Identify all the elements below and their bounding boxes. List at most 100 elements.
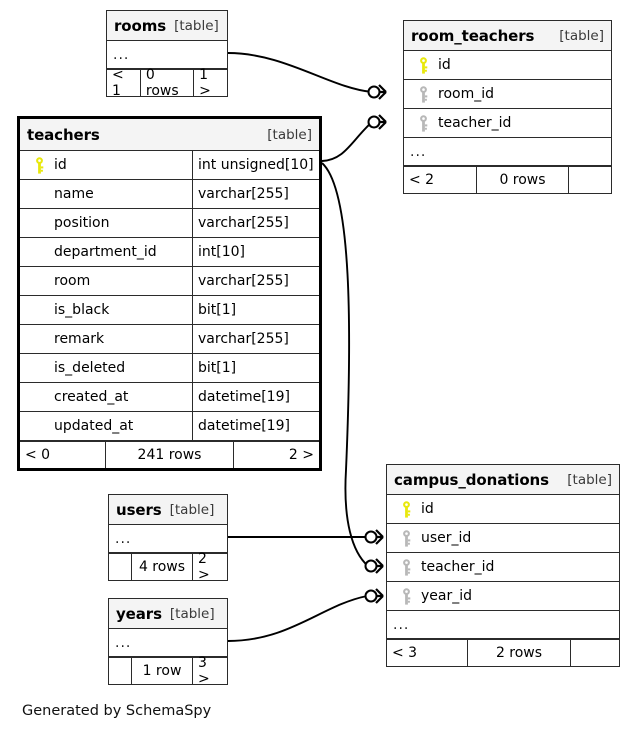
table-row: teacher_id: [387, 553, 619, 582]
table-rooms-footer: < 1 0 rows 1 >: [107, 67, 227, 99]
column-name: created_at: [54, 389, 129, 405]
table-row: position varchar[255]: [20, 209, 319, 238]
users-footer-left[interactable]: [109, 554, 131, 580]
column-name: id: [421, 501, 434, 517]
rooms-footer-left[interactable]: < 1: [112, 67, 124, 99]
column-type: varchar[255]: [192, 209, 319, 237]
column-type: int[10]: [192, 238, 319, 266]
foreign-key-icon: [393, 529, 419, 547]
users-footer-right[interactable]: 2 >: [198, 551, 210, 583]
room-teachers-footer-rowcount: 0 rows: [476, 167, 569, 193]
primary-key-icon: [26, 156, 52, 174]
column-name: updated_at: [54, 418, 134, 434]
column-name: is_black: [54, 302, 110, 318]
column-type: bit[1]: [192, 354, 319, 382]
column-type: varchar[255]: [192, 267, 319, 295]
table-header-teachers: teachers [table]: [20, 119, 319, 151]
years-footer-right[interactable]: 3 >: [198, 655, 210, 687]
table-name-campus-donations: campus_donations: [394, 470, 549, 489]
table-row: department_id int[10]: [20, 238, 319, 267]
campus-donations-footer-right[interactable]: [571, 640, 619, 666]
table-campus-donations[interactable]: campus_donations [table] id user_id: [386, 464, 620, 667]
table-row: room varchar[255]: [20, 267, 319, 296]
teachers-footer-right[interactable]: 2 >: [288, 447, 314, 463]
column-name: id: [438, 57, 451, 73]
primary-key-icon: [393, 500, 419, 518]
primary-key-icon: [410, 56, 436, 74]
generated-by-credit: Generated by SchemaSpy: [22, 703, 212, 719]
foreign-key-icon: [393, 587, 419, 605]
rooms-footer-rowcount: 0 rows: [139, 67, 195, 99]
table-tag-users: [table]: [169, 501, 215, 518]
table-row: room_id: [404, 80, 611, 109]
table-tag-room-teachers: [table]: [559, 27, 604, 44]
column-name: teacher_id: [421, 559, 495, 575]
table-rooms[interactable]: rooms [table] ... < 1 0 rows 1 >: [106, 10, 228, 99]
table-tag-years: [table]: [169, 605, 215, 622]
years-footer-left[interactable]: [109, 658, 131, 684]
table-campus-donations-ellipsis: ...: [387, 611, 619, 639]
room-teachers-footer-right[interactable]: [569, 167, 611, 193]
table-name-users: users: [116, 500, 162, 519]
table-years[interactable]: years [table] ... 1 row 3 >: [108, 598, 228, 687]
column-type: int unsigned[10]: [192, 151, 319, 179]
table-row: year_id: [387, 582, 619, 611]
table-teachers-footer: < 0 241 rows 2 >: [20, 441, 319, 468]
years-footer-rowcount: 1 row: [131, 658, 193, 684]
column-name: is_deleted: [54, 360, 126, 376]
table-rooms-ellipsis: ...: [107, 41, 227, 69]
table-years-footer: 1 row 3 >: [109, 655, 227, 687]
column-name: room: [54, 273, 91, 289]
column-type: datetime[19]: [192, 383, 319, 411]
table-row: teacher_id: [404, 109, 611, 138]
column-name: user_id: [421, 530, 472, 546]
foreign-key-icon: [410, 85, 436, 103]
rooms-footer-right[interactable]: 1 >: [199, 67, 211, 99]
table-header-users: users [table]: [109, 495, 227, 525]
column-name: department_id: [54, 244, 157, 260]
column-type: varchar[255]: [192, 325, 319, 353]
foreign-key-icon: [410, 114, 436, 132]
table-header-rooms: rooms [table]: [107, 11, 227, 41]
column-type: datetime[19]: [192, 412, 319, 440]
teachers-footer-left[interactable]: < 0: [25, 447, 51, 463]
table-room-teachers[interactable]: room_teachers [table] id room_id: [403, 20, 612, 194]
teachers-footer-rowcount: 241 rows: [105, 442, 234, 468]
table-tag-campus-donations: [table]: [567, 471, 612, 488]
column-type: varchar[255]: [192, 180, 319, 208]
table-teachers[interactable]: teachers [table] id int unsigned[10] nam…: [17, 116, 322, 471]
room-teachers-footer-left[interactable]: < 2: [409, 172, 435, 188]
table-row: is_deleted bit[1]: [20, 354, 319, 383]
campus-donations-footer-rowcount: 2 rows: [467, 640, 571, 666]
table-row: id: [387, 495, 619, 524]
table-name-rooms: rooms: [114, 16, 167, 35]
table-row: remark varchar[255]: [20, 325, 319, 354]
table-header-room-teachers: room_teachers [table]: [404, 21, 611, 51]
table-row: created_at datetime[19]: [20, 383, 319, 412]
column-name: position: [54, 215, 110, 231]
foreign-key-icon: [393, 558, 419, 576]
campus-donations-footer-left[interactable]: < 3: [392, 645, 418, 661]
table-row: user_id: [387, 524, 619, 553]
table-room-teachers-footer: < 2 0 rows: [404, 166, 611, 193]
table-row: name varchar[255]: [20, 180, 319, 209]
column-name: id: [54, 157, 67, 173]
table-tag-rooms: [table]: [174, 17, 219, 34]
column-type: bit[1]: [192, 296, 319, 324]
column-name: year_id: [421, 588, 473, 604]
table-header-years: years [table]: [109, 599, 227, 629]
column-name: name: [54, 186, 94, 202]
table-header-campus-donations: campus_donations [table]: [387, 465, 619, 495]
table-users[interactable]: users [table] ... 4 rows 2 >: [108, 494, 228, 583]
table-campus-donations-footer: < 3 2 rows: [387, 639, 619, 666]
table-users-ellipsis: ...: [109, 525, 227, 553]
table-row: id int unsigned[10]: [20, 151, 319, 180]
table-row: is_black bit[1]: [20, 296, 319, 325]
column-name: room_id: [438, 86, 494, 102]
table-name-room-teachers: room_teachers: [411, 26, 535, 45]
table-name-years: years: [116, 604, 162, 623]
column-name: remark: [54, 331, 105, 347]
users-footer-rowcount: 4 rows: [131, 554, 193, 580]
table-row: updated_at datetime[19]: [20, 412, 319, 441]
